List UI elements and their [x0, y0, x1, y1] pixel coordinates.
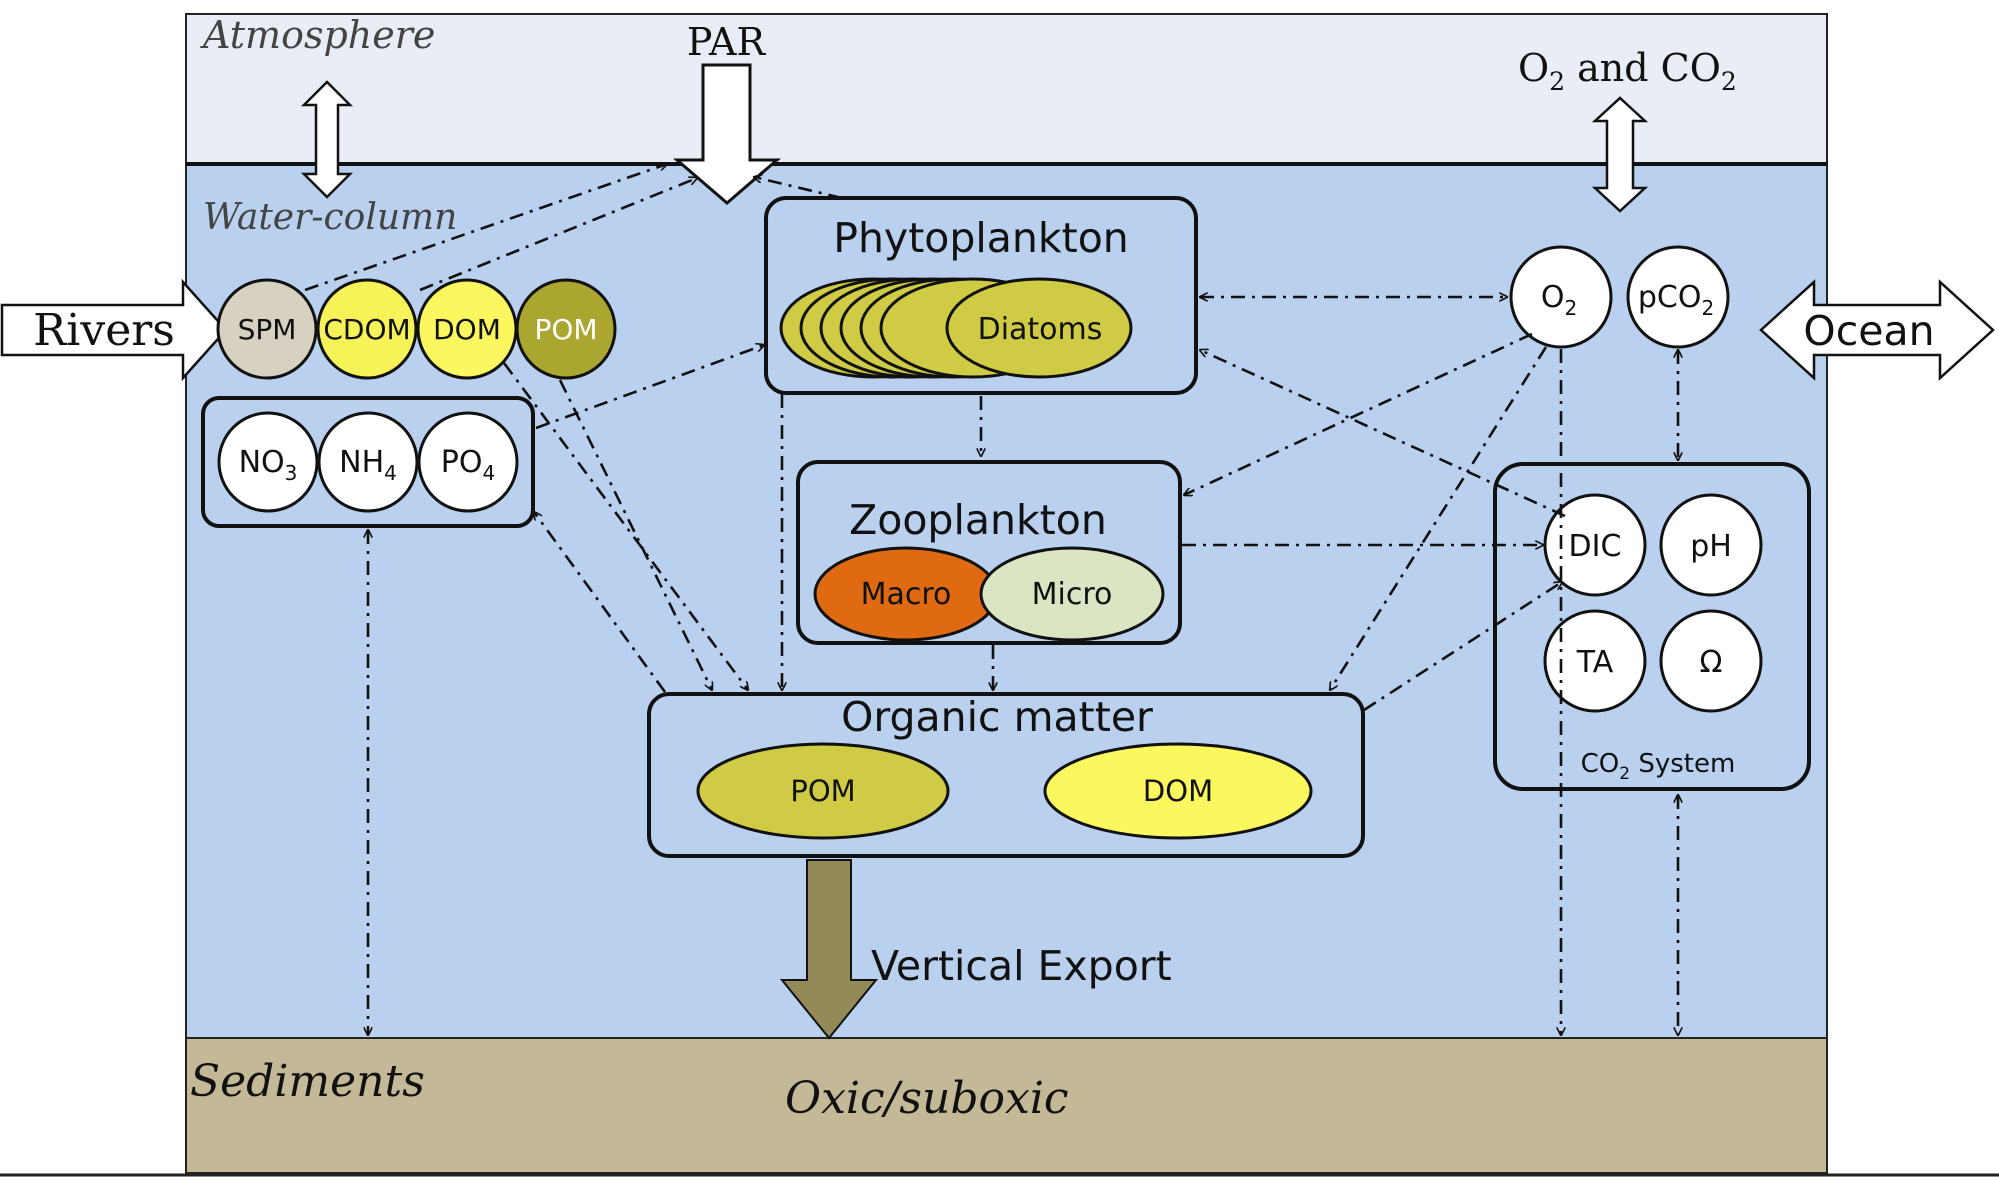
ph-label: pH	[1690, 529, 1732, 564]
om-to-dic-flow	[1363, 582, 1562, 712]
phytoplankton-title: Phytoplankton	[833, 214, 1129, 262]
cdom-circle	[316, 278, 418, 380]
om-dom-ellipse	[1043, 742, 1313, 840]
om-pom-ellipse	[696, 742, 950, 840]
phytoplankton-box	[764, 196, 1198, 395]
rivers-label: Rivers	[33, 305, 175, 356]
sediment-type-label: Oxic/suboxic	[785, 1073, 1069, 1124]
om-pom-label: POM	[790, 774, 855, 808]
zooplankton-title: Zooplankton	[849, 496, 1107, 544]
atmosphere-exchange-arrow	[300, 80, 354, 199]
dic-label: DIC	[1569, 529, 1622, 564]
ocean-arrow	[1759, 279, 1995, 381]
pco2-label: pCO2	[1638, 280, 1714, 320]
nh4-label: NH4	[339, 445, 397, 485]
gas-exchange-label: O2 and CO2	[1518, 46, 1737, 96]
macro-label: Macro	[861, 577, 952, 612]
micro-label: Micro	[1032, 577, 1113, 612]
cdom-to-par-flow	[419, 178, 697, 292]
om-dom-label: DOM	[1143, 774, 1213, 808]
om-to-nutrients-flow	[534, 512, 667, 693]
o2-to-zoo-flow	[1184, 332, 1533, 495]
organic-matter-box	[647, 692, 1365, 858]
dic-circle	[1543, 493, 1647, 597]
o2-to-om-flow	[1330, 346, 1548, 690]
vertical-export-arrow	[779, 859, 879, 1040]
o2-label: O2	[1541, 280, 1577, 320]
sediment-zone	[185, 1037, 1828, 1174]
cdom-label: CDOM	[323, 313, 410, 346]
par-arrow	[672, 63, 782, 205]
atmosphere-zone	[185, 13, 1828, 167]
dom-label: DOM	[433, 313, 501, 346]
nh4-circle	[317, 411, 419, 513]
o2-circle	[1509, 245, 1613, 349]
vertical-export-label: Vertical Export	[871, 942, 1172, 990]
zooplankton-box	[796, 460, 1182, 645]
no3-label: NO3	[239, 445, 298, 485]
omega-circle	[1659, 609, 1763, 713]
gas-exchange-arrow	[1591, 96, 1649, 213]
pom-label: POM	[534, 313, 597, 346]
nutrients-to-phyto-flow	[535, 345, 764, 430]
par-label: PAR	[687, 20, 767, 64]
atmosphere-label: Atmosphere	[200, 13, 435, 57]
spm-circle	[216, 278, 318, 380]
pco2-circle	[1626, 245, 1730, 349]
diatom-stack	[779, 277, 1133, 379]
water-column-label: Water-column	[203, 197, 457, 238]
pom-circle	[515, 278, 617, 380]
rivers-arrow	[0, 278, 228, 382]
ph-circle	[1659, 493, 1763, 597]
flow-connectors	[304, 164, 1678, 1035]
po4-label: PO4	[441, 445, 495, 485]
omega-label: Ω	[1700, 645, 1723, 680]
no3-circle	[217, 411, 319, 513]
pom-to-om-flow	[558, 379, 712, 690]
ta-label: TA	[1576, 645, 1614, 680]
micro-ellipse	[979, 546, 1165, 642]
spm-label: SPM	[238, 313, 297, 346]
river-particles: SPM CDOM DOM POM	[216, 278, 617, 380]
ta-circle	[1543, 609, 1647, 713]
diatom-ellipse	[945, 277, 1133, 379]
spm-to-par-flow	[304, 164, 667, 292]
diatoms-label: Diatoms	[978, 312, 1103, 347]
dic-to-phyto-flow	[1200, 350, 1566, 518]
co2-system-label: CO2 System	[1581, 749, 1736, 784]
organic-matter-title: Organic matter	[841, 693, 1153, 741]
sediments-label: Sediments	[190, 1056, 425, 1107]
ocean-label: Ocean	[1803, 307, 1934, 355]
nutrients-box	[201, 396, 535, 528]
dom-to-om-flow	[502, 362, 748, 690]
phyto-to-par-flow	[754, 177, 843, 200]
po4-circle	[417, 411, 519, 513]
